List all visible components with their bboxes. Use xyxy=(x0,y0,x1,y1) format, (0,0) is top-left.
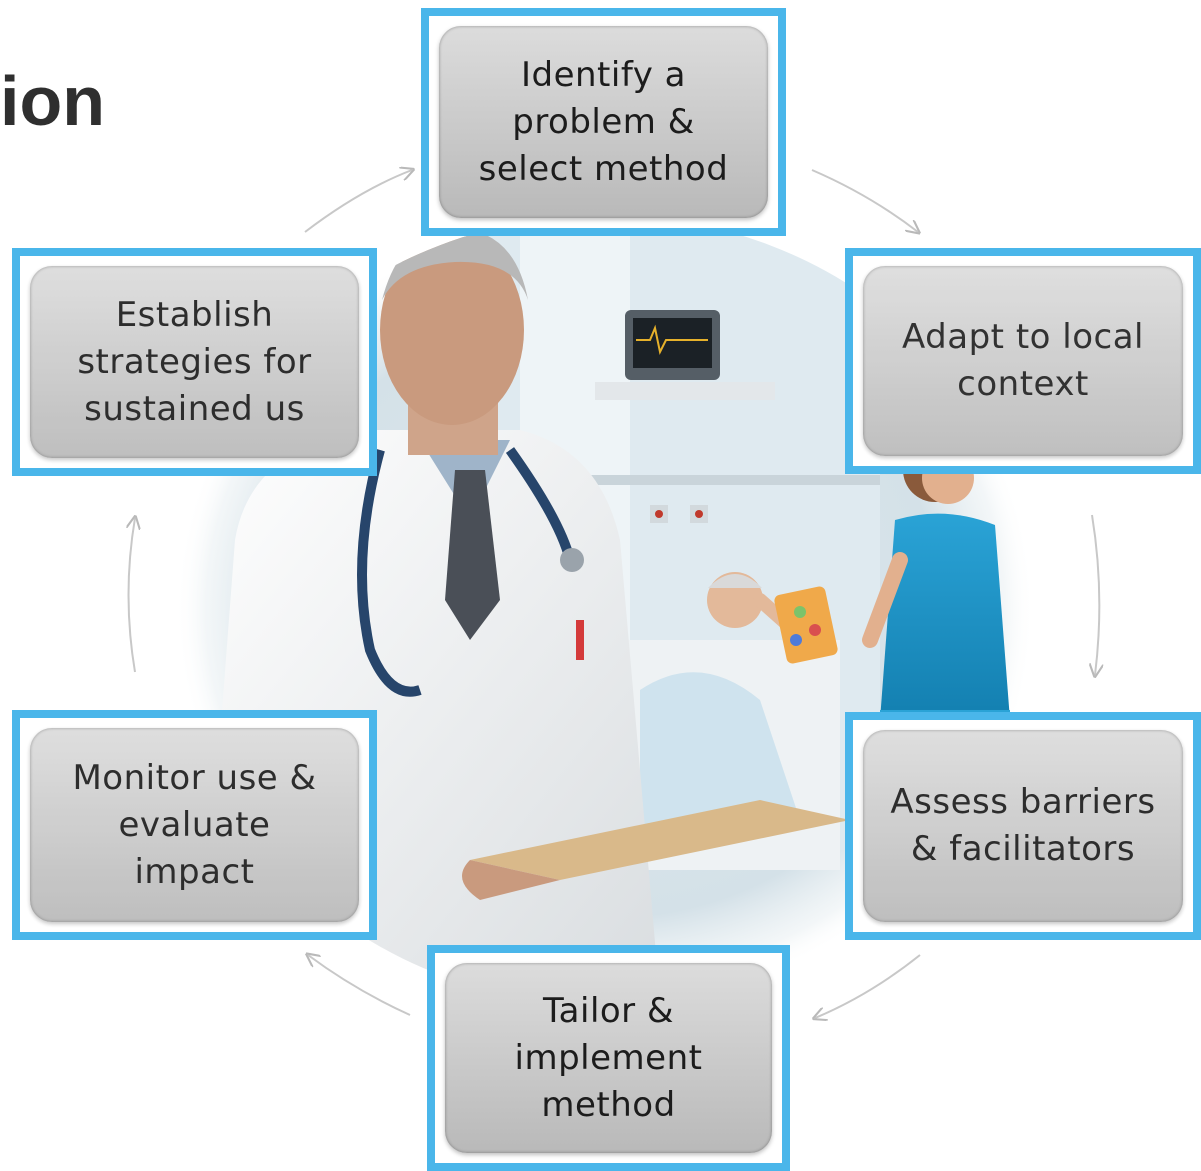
arrow-assess-to-tailor xyxy=(815,954,921,1018)
arrow-identify-to-adapt xyxy=(811,169,918,232)
arrow-adapt-to-assess xyxy=(1092,514,1099,675)
step-label: Tailor & implement method xyxy=(514,990,703,1125)
arrow-tailor-to-monitor xyxy=(308,955,411,1016)
step-card: Assess barriers & facilitators xyxy=(863,730,1183,922)
arrow-monitor-to-establish xyxy=(129,518,136,673)
step-monitor-evaluate: Monitor use & evaluate impact xyxy=(12,710,377,940)
clinical-photo xyxy=(175,215,1035,1005)
arrow-establish-to-identify xyxy=(304,170,412,233)
step-card: Tailor & implement method xyxy=(445,963,772,1153)
step-establish-strategies: Establish strategies for sustained us xyxy=(12,248,377,476)
step-card: Monitor use & evaluate impact xyxy=(30,728,359,922)
step-label: Identify a problem & select method xyxy=(478,54,729,189)
step-card: Establish strategies for sustained us xyxy=(30,266,359,458)
step-adapt-local-context: Adapt to local context xyxy=(845,248,1201,474)
step-assess-barriers: Assess barriers & facilitators xyxy=(845,712,1201,940)
slide-title-fragment: ion xyxy=(0,62,105,140)
step-label: Assess barriers & facilitators xyxy=(890,782,1156,869)
step-card: Adapt to local context xyxy=(863,266,1183,456)
step-label: Monitor use & evaluate impact xyxy=(72,757,317,892)
cycle-arrows xyxy=(129,170,1100,1018)
step-identify-problem: Identify a problem & select method xyxy=(421,8,786,236)
step-card: Identify a problem & select method xyxy=(439,26,768,218)
step-label: Establish strategies for sustained us xyxy=(77,294,312,429)
step-tailor-implement: Tailor & implement method xyxy=(427,945,790,1171)
step-label: Adapt to local context xyxy=(902,317,1144,404)
vital-signs-monitor xyxy=(595,310,775,400)
